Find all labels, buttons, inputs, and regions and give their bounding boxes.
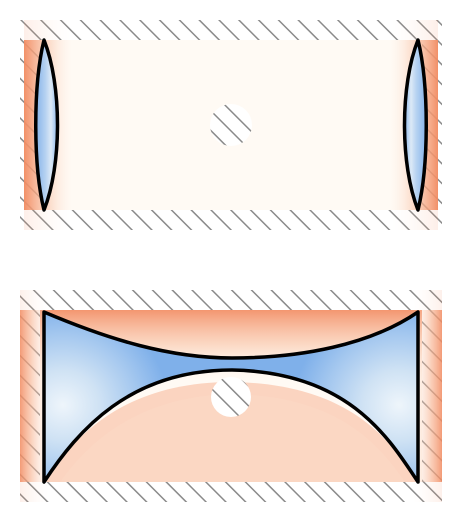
- obstacle-bottom: [211, 377, 251, 417]
- panel-top: [20, 20, 442, 230]
- obstacle-top: [210, 104, 252, 146]
- lens-right: [402, 38, 428, 212]
- bowtie-outline: [42, 310, 420, 484]
- panel-bottom: [20, 290, 442, 502]
- lens-left: [34, 38, 60, 212]
